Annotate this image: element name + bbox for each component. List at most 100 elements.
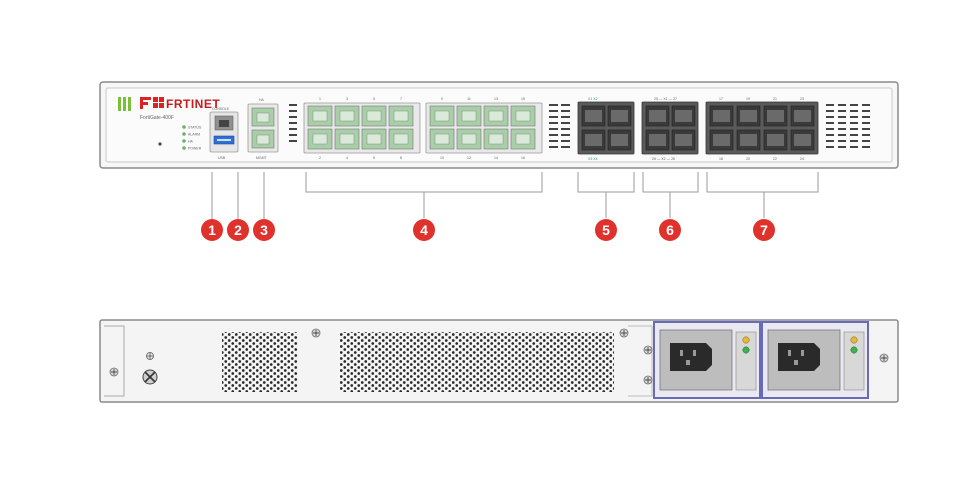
rj45-port-7 <box>388 105 414 127</box>
sfp-mid-bottom-label: 26 — X2 — 28 <box>652 157 675 161</box>
sfp-port <box>763 129 788 151</box>
callout-6-bracket <box>642 172 699 218</box>
port-label: 19 <box>746 97 750 101</box>
rj45-port-9 <box>429 105 455 127</box>
callout-6-number: 6 <box>666 222 674 238</box>
callout-3-marker <box>253 219 275 241</box>
screw-icon <box>109 367 119 377</box>
sfp-plus-port <box>607 129 632 151</box>
callout-4-marker <box>413 219 435 241</box>
port-label: 3 <box>346 97 348 101</box>
console-port-opening-icon <box>219 120 229 127</box>
rj45-port-6 <box>361 128 387 150</box>
port-label: 4 <box>346 156 348 160</box>
port-label: 20 <box>746 157 750 161</box>
port-label: 2 <box>319 156 321 160</box>
sfp-port <box>671 129 696 151</box>
rj45-port-13 <box>483 105 509 127</box>
brand-text: FRTINET <box>166 97 220 111</box>
psu-2-power-led-icon <box>850 346 858 354</box>
rj45-port-5 <box>361 105 387 127</box>
power-supply-2 <box>761 321 869 399</box>
sfp-port <box>763 105 788 127</box>
sfp-plus-block: X1 X2 X3 X4 <box>577 97 635 161</box>
psu-2-handle <box>843 331 865 391</box>
usb-port-tongue-icon <box>217 139 231 141</box>
vent-grille-left <box>222 332 298 392</box>
callout-7-bracket <box>706 172 819 218</box>
port-label: 13 <box>494 97 498 101</box>
rj45-port-8 <box>388 128 414 150</box>
sfp-port <box>709 129 734 151</box>
logo-o-glyph-icon <box>153 97 164 108</box>
mgmt-ha-block: HA MGMT <box>247 98 279 160</box>
fortinet-logo: FRTINET FortiGate-400F <box>118 97 220 121</box>
callout-markers: 1 2 3 4 5 6 7 <box>201 219 775 241</box>
psu-1-ac-inlet-icon <box>670 343 712 371</box>
sfp-mid-block: 25 — X1 — 27 26 — X2 — 28 <box>641 97 699 161</box>
sfp-port <box>645 129 670 151</box>
console-label: CONSOLE <box>212 107 230 111</box>
sfp-port <box>671 105 696 127</box>
model-text: FortiGate-400F <box>140 115 174 121</box>
callout-5-number: 5 <box>602 222 610 238</box>
port-label: 15 <box>521 97 525 101</box>
ha-port-label: HA <box>259 98 265 102</box>
screw-icon <box>619 328 629 338</box>
rj45-port-10 <box>429 128 455 150</box>
rj45-port-4 <box>334 128 360 150</box>
callout-6-marker <box>659 219 681 241</box>
callout-1-marker <box>201 219 223 241</box>
callout-4-number: 4 <box>420 222 428 238</box>
rj45-port-16 <box>510 128 536 150</box>
port-label: 8 <box>400 156 402 160</box>
port-label: 11 <box>467 97 471 101</box>
port-label: 16 <box>521 156 525 160</box>
psu-2-ac-inlet-icon <box>778 343 820 371</box>
port-label: 22 <box>773 157 777 161</box>
status-led-icon <box>182 125 186 129</box>
rj45-port-14 <box>483 128 509 150</box>
sfp-mid-top-label: 25 — X1 — 27 <box>654 97 677 101</box>
rj45-port-12 <box>456 128 482 150</box>
port-label: 7 <box>400 97 402 101</box>
ha-led-icon <box>182 139 186 143</box>
port-label: 24 <box>800 157 804 161</box>
rj45-port-15 <box>510 105 536 127</box>
sfp-plus-bottom-label: X3 X4 <box>588 157 598 161</box>
port-label: 23 <box>800 97 804 101</box>
rj45-port-3 <box>334 105 360 127</box>
port-label: 9 <box>441 97 443 101</box>
screw-icon <box>643 345 653 355</box>
port-label: 1 <box>319 97 321 101</box>
left-ear-outline <box>104 325 125 397</box>
vent-slits-left <box>289 104 297 142</box>
psu-1-status-led-icon <box>742 336 750 344</box>
mgmt-label: MGMT <box>256 156 268 160</box>
callout-leaders <box>211 172 819 220</box>
rj45-port-2 <box>307 128 333 150</box>
callout-2-number: 2 <box>234 222 242 238</box>
power-led-label: POWER <box>188 147 202 151</box>
port-label: 10 <box>440 156 444 160</box>
logo-f-glyph-icon <box>140 97 151 109</box>
psu-1-power-led-icon <box>742 346 750 354</box>
port-label: 21 <box>773 97 777 101</box>
port-label: 14 <box>494 156 498 160</box>
status-led-label: STATUS <box>188 126 202 130</box>
callout-1-number: 1 <box>208 222 216 238</box>
callout-7-number: 7 <box>760 222 768 238</box>
sfp-port <box>645 105 670 127</box>
front-panel: FRTINET FortiGate-400F STATUS ALARM HA P… <box>99 81 899 169</box>
sfp-port <box>736 105 761 127</box>
callout-2-marker <box>227 219 249 241</box>
alarm-led-icon <box>182 132 186 136</box>
usb-label: USB <box>218 156 226 160</box>
callout-5-marker <box>595 219 617 241</box>
rj45-block-b <box>425 102 543 154</box>
port-label: 6 <box>373 156 375 160</box>
callout-7-marker <box>753 219 775 241</box>
console-usb-block: CONSOLE USB <box>209 107 239 160</box>
